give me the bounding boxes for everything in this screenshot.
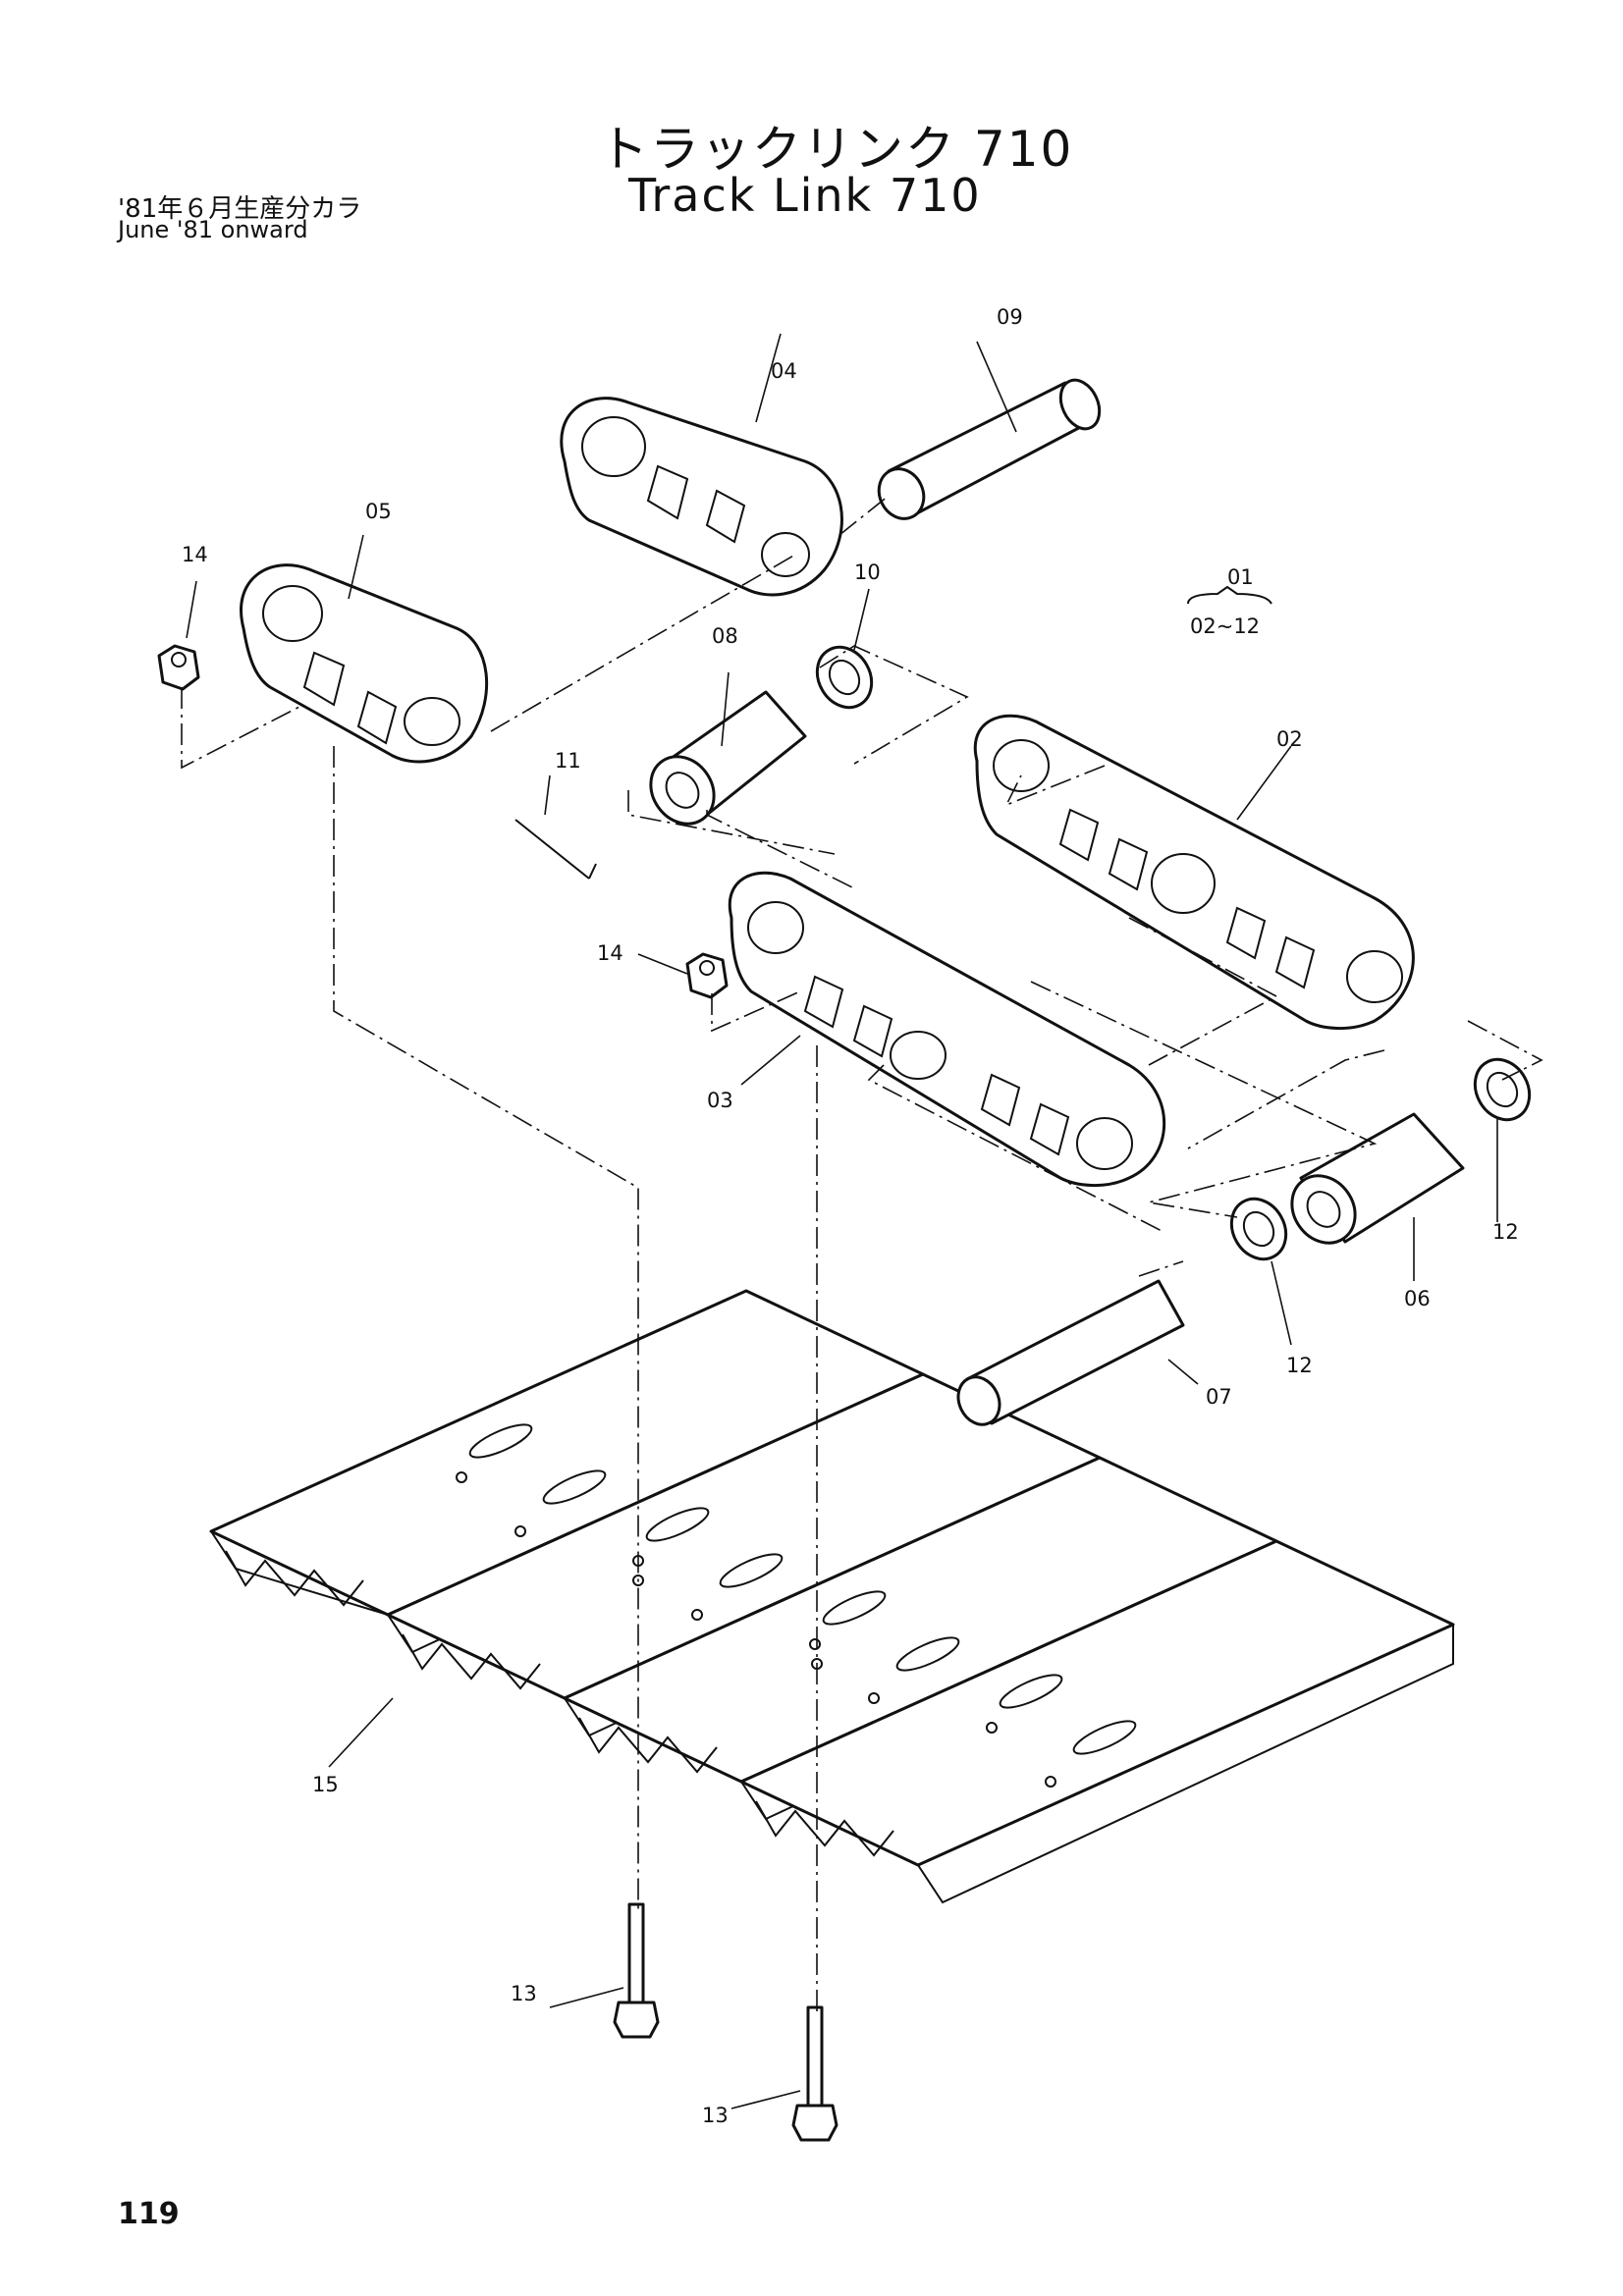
bolt-13-right (791, 2005, 839, 2142)
seal-12-right (1473, 1057, 1532, 1122)
callout-11: 11 (555, 749, 581, 773)
title-english: Track Link 710 (628, 169, 982, 222)
bushing-08 (649, 690, 807, 826)
callout-04: 04 (771, 359, 797, 383)
page-number: 119 (118, 2197, 180, 2231)
bushing-06 (1290, 1112, 1465, 1245)
callout-10: 10 (854, 561, 881, 584)
callout-12-lower: 12 (1286, 1354, 1313, 1377)
callout-13-right: 13 (702, 2104, 729, 2127)
track-shoe-assembly (209, 1289, 1455, 1904)
track-link-02 (973, 714, 1415, 1031)
leader-lines (186, 333, 1498, 2109)
shoe-bolt-holes (456, 1471, 1056, 1788)
bolt-13-left (613, 1902, 660, 2039)
callout-14-center: 14 (597, 941, 623, 965)
callout-02: 02 (1276, 727, 1303, 751)
callout-03: 03 (707, 1089, 733, 1112)
track-link-04 (560, 397, 843, 597)
callout-14-left: 14 (182, 543, 208, 566)
production-note-english: June '81 onward (118, 216, 308, 243)
track-shoe-plate (739, 1539, 1455, 1904)
seal-10 (815, 645, 874, 710)
callout-15: 15 (312, 1773, 339, 1796)
callout-06: 06 (1404, 1287, 1431, 1310)
track-pin-09 (877, 378, 1102, 520)
seal-12-lower (1229, 1197, 1288, 1261)
spring-pin-11 (514, 819, 597, 880)
nut-14-left (157, 644, 200, 691)
track-link-05 (240, 563, 489, 764)
callout-09: 09 (997, 305, 1023, 329)
track-pin-07 (956, 1279, 1185, 1426)
production-note-japanese: '81年６月生産分カラ (118, 194, 362, 224)
callout-08: 08 (712, 624, 738, 648)
nut-14-center (685, 952, 729, 999)
track-link-03 (728, 871, 1166, 1188)
assembly-reference: 01 02~12 (1187, 565, 1272, 638)
assembly-guide-lines (181, 495, 1543, 2012)
callout-13-left: 13 (511, 1982, 537, 2005)
title-japanese: トラックリンク 710 (599, 121, 1074, 178)
shoe-slots (468, 1423, 1137, 1755)
callout-12-right: 12 (1492, 1220, 1519, 1244)
assembly-range: 02~12 (1190, 614, 1260, 638)
callout-05: 05 (365, 500, 392, 523)
assembly-number: 01 (1227, 565, 1254, 589)
callout-07: 07 (1206, 1385, 1232, 1409)
